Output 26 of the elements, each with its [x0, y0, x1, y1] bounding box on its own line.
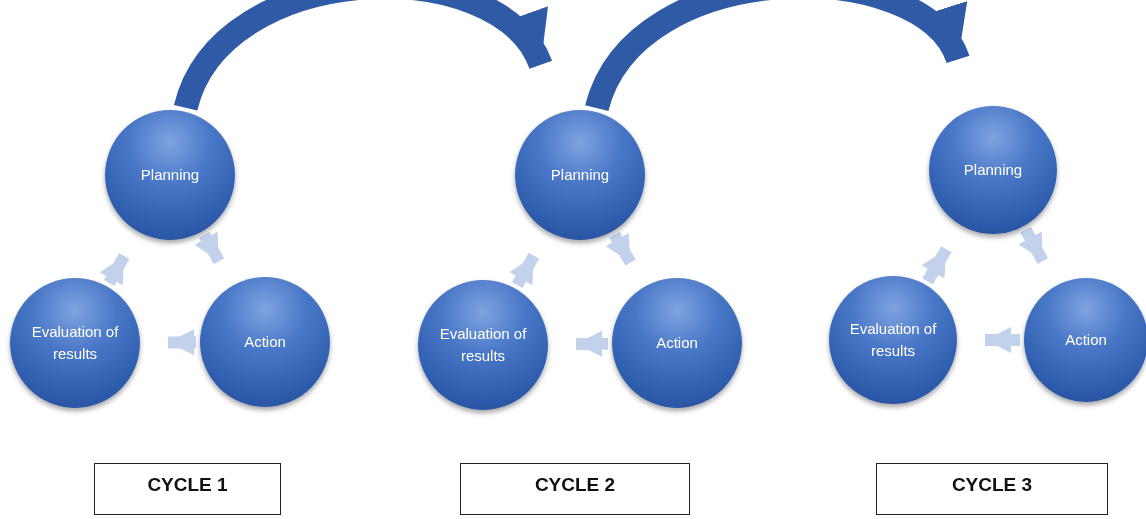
arrow	[194, 231, 225, 265]
step-label: Planning	[962, 160, 1024, 181]
arrow	[985, 326, 1020, 354]
cycle-label: CYCLE 2	[534, 474, 616, 497]
arrow	[605, 231, 636, 266]
arrow	[1018, 226, 1049, 264]
step-label: Evaluation of results	[438, 324, 528, 366]
curved-arrow	[585, 0, 969, 113]
arrow	[99, 253, 130, 286]
arrow	[167, 329, 197, 356]
step-label: Planning	[549, 165, 611, 186]
step-label: Planning	[139, 165, 201, 186]
cycle-label-box	[876, 463, 1108, 515]
cycle-label-box	[460, 463, 690, 515]
step-label: Evaluation of results	[30, 322, 120, 364]
arrow	[575, 330, 609, 357]
step-label: Action	[1064, 330, 1108, 351]
step-label: Action	[243, 332, 287, 353]
cycle-label: CYCLE 3	[951, 474, 1033, 497]
arrow	[509, 252, 540, 289]
step-label: Evaluation of results	[848, 319, 938, 361]
step-label: Action	[655, 333, 699, 354]
cycle-label-box	[94, 463, 281, 515]
cycle-label: CYCLE 1	[147, 474, 228, 497]
arrow	[921, 246, 952, 285]
curved-arrow	[174, 0, 552, 113]
